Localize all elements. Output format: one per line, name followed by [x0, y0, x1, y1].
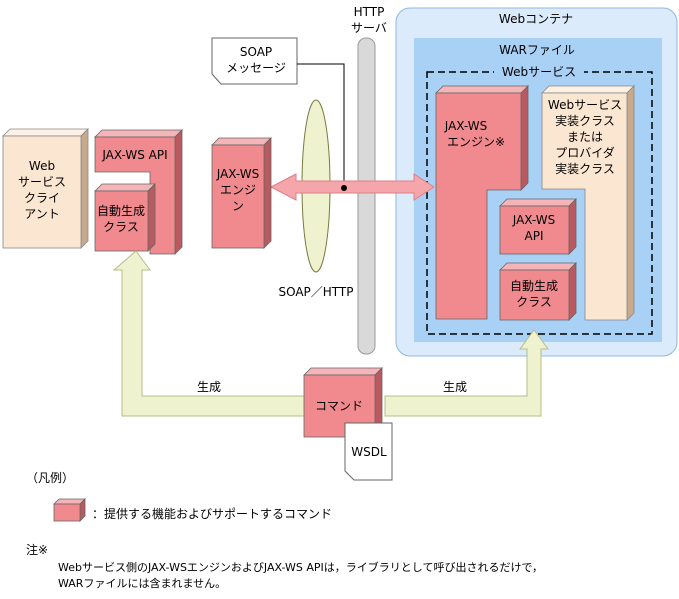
client-engine-label-3: ン: [232, 199, 244, 213]
http-server-pillar: [357, 37, 376, 355]
http-server-label-2: サーバ: [351, 21, 387, 35]
legend-description: ：提供する機能およびサポートするコマンド: [92, 507, 333, 521]
server-impl-label-2: 実装クラス: [555, 113, 615, 128]
client-label-2: サービス: [18, 175, 66, 189]
soap-message-label-2: メッセージ: [226, 61, 286, 75]
legend-symbol: [53, 498, 86, 522]
command-label: コマンド: [315, 399, 363, 413]
client-label-3: クライ: [24, 191, 60, 205]
server-generated-classes-box: [499, 262, 577, 321]
client-jaxws-api-label: JAX-WS API: [101, 148, 167, 162]
note-line-1: Webサービス側のJAX-WSエンジンおよびJAX-WS APIは，ライブラリと…: [58, 561, 543, 574]
server-engine-label-2: エンジン※: [447, 135, 505, 149]
generate-arrow-right: [384, 329, 549, 417]
server-jaxws-api-label-1: JAX-WS: [512, 213, 556, 227]
client-engine-box: [211, 137, 272, 249]
note-line-2: WARファイルには含まれません。: [58, 577, 227, 590]
server-jaxws-api-label-2: API: [525, 229, 544, 243]
web-container-title: Webコンテナ: [499, 12, 573, 26]
client-engine-label-2: エンジ: [220, 183, 256, 197]
wsdl-document: [344, 422, 393, 481]
web-service-title: Webサービス: [502, 65, 576, 79]
soap-message-connector: [297, 63, 345, 188]
server-impl-label-5: 実装クラス: [555, 161, 615, 176]
client-box: [2, 128, 89, 249]
server-impl-label-1: Webサービス: [548, 98, 622, 112]
server-engine-label-1: JAX-WS: [444, 119, 488, 133]
protocol-label: SOAP／HTTP: [278, 285, 353, 299]
http-server-label-1: HTTP: [354, 5, 385, 19]
server-generated-label-1: 自動生成: [510, 279, 558, 293]
server-impl-label-3: または: [567, 130, 603, 144]
generate-right-label: 生成: [443, 380, 467, 394]
soap-message-label-1: SOAP: [240, 45, 272, 59]
connector-dot: [341, 185, 347, 191]
client-label-1: Web: [29, 159, 55, 173]
client-generated-label-1: 自動生成: [97, 204, 145, 218]
generate-left-label: 生成: [197, 380, 221, 394]
client-label-4: アント: [24, 207, 60, 221]
wsdl-label: WSDL: [351, 445, 387, 459]
client-generated-classes-box: [94, 183, 156, 252]
server-impl-box: [541, 85, 635, 321]
server-generated-label-2: クラス: [516, 295, 552, 309]
soap-message-document: [211, 37, 298, 85]
legend-title: （凡例）: [26, 471, 75, 485]
note-title: 注※: [26, 543, 49, 557]
server-impl-label-4: プロバイダ: [555, 145, 615, 160]
server-engine-box: [435, 85, 529, 320]
war-file-title: WARファイル: [499, 43, 575, 57]
client-engine-label-1: JAX-WS: [216, 167, 260, 181]
soap-http-arrow: [269, 173, 435, 201]
client-generated-label-2: クラス: [103, 220, 139, 234]
server-jaxws-api-box: [499, 198, 577, 255]
